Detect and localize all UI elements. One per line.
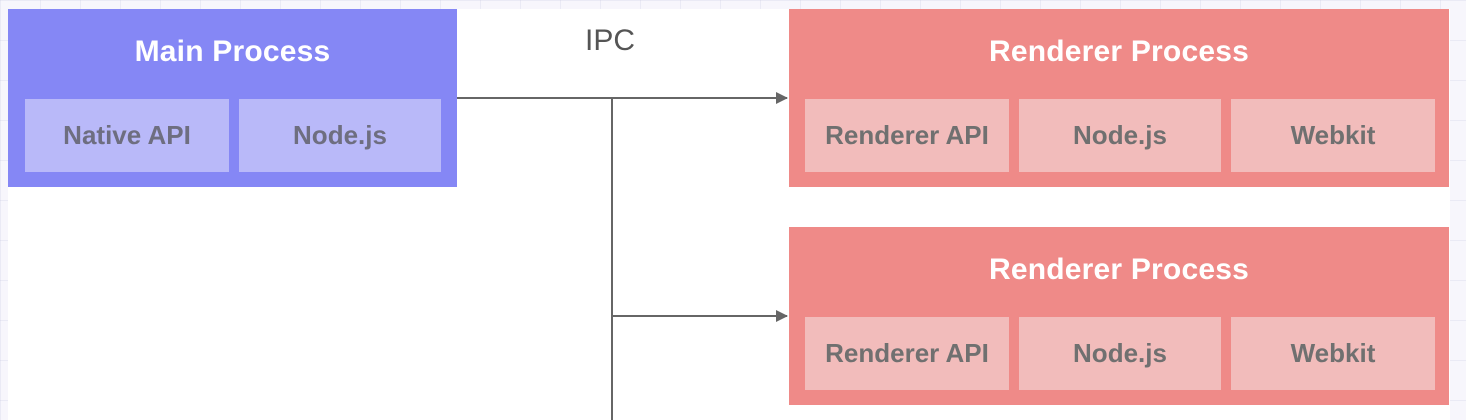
ipc-label: IPC <box>585 24 636 57</box>
native-api-module: Native API <box>25 99 229 172</box>
renderer-process-box-1: Renderer Process Renderer API Node.js We… <box>789 9 1449 187</box>
main-nodejs-module: Node.js <box>239 99 441 172</box>
renderer-api-module-2: Renderer API <box>805 317 1009 390</box>
webkit-module-1: Webkit <box>1231 99 1435 172</box>
main-process-title: Main Process <box>134 35 331 68</box>
main-process-box: Main Process Native API Node.js <box>8 9 457 187</box>
renderer-process-title-1: Renderer Process <box>988 35 1249 68</box>
renderer-process-title-2: Renderer Process <box>988 253 1249 286</box>
webkit-module-2: Webkit <box>1231 317 1435 390</box>
renderer-api-module-1: Renderer API <box>805 99 1009 172</box>
renderer-process-box-2: Renderer Process Renderer API Node.js We… <box>789 227 1449 405</box>
renderer-nodejs-module-2: Node.js <box>1019 317 1221 390</box>
renderer-nodejs-module-1: Node.js <box>1019 99 1221 172</box>
